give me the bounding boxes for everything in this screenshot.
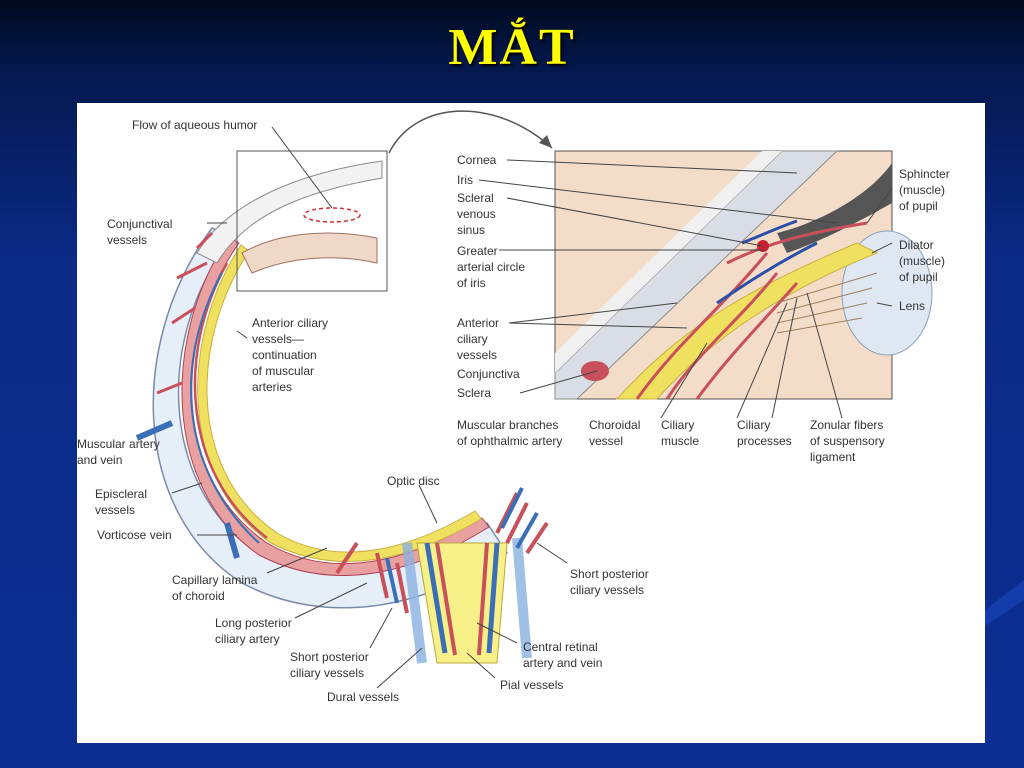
eye-vasculature-figure: Flow of aqueous humor Conjunctival vesse… xyxy=(77,103,985,743)
label-dilator: Dilator (muscle) of pupil xyxy=(899,238,946,284)
label-sphincter: Sphincter (muscle) of pupil xyxy=(899,167,950,213)
label-conjunctiva: Conjunctiva xyxy=(457,367,520,381)
label-leader-lines xyxy=(171,126,893,689)
label-optic-disc: Optic disc xyxy=(387,474,440,488)
eyeball-cross-section xyxy=(135,110,553,664)
label-cornea: Cornea xyxy=(457,153,497,167)
label-pial-vessels: Pial vessels xyxy=(500,678,564,692)
label-ciliary-processes: Ciliary processes xyxy=(737,418,792,448)
label-anterior-ciliary-vessels: Anterior ciliary vessels xyxy=(457,316,500,362)
label-zonular-fibers: Zonular fibers of suspensory ligament xyxy=(810,418,885,464)
label-central-retinal: Central retinal artery and vein xyxy=(523,640,603,670)
label-short-posterior-ciliary-left: Short posterior ciliary vessels xyxy=(290,650,369,680)
label-iris: Iris xyxy=(457,173,473,187)
label-lens: Lens xyxy=(899,299,926,313)
label-dural-vessels: Dural vessels xyxy=(327,690,400,704)
label-long-posterior-ciliary: Long posterior ciliary artery xyxy=(215,616,292,646)
label-episcleral-vessels: Episcleral vessels xyxy=(95,487,148,517)
label-anterior-ciliary-continuation: Anterior ciliary vessels— continuation o… xyxy=(252,316,329,394)
label-sclera: Sclera xyxy=(457,386,492,400)
label-muscular-artery-vein: Muscular artery and vein xyxy=(77,437,160,467)
eye-illustration xyxy=(135,110,933,689)
anterior-segment-inset xyxy=(554,150,933,400)
label-conjunctival-vessels: Conjunctival vessels xyxy=(107,217,173,247)
label-short-posterior-ciliary-right: Short posterior ciliary vessels xyxy=(570,567,649,597)
label-vorticose-vein: Vorticose vein xyxy=(97,528,172,542)
slide-title: MẮT xyxy=(448,19,576,76)
label-flow-aqueous: Flow of aqueous humor xyxy=(132,118,258,132)
label-greater-arterial-circle: Greater arterial circle of iris xyxy=(457,244,526,290)
label-choroidal-vessel: Choroidal vessel xyxy=(589,418,641,448)
label-capillary-lamina: Capillary lamina of choroid xyxy=(172,573,258,603)
label-scleral-venous-sinus: Scleral venous sinus xyxy=(457,191,496,237)
label-muscular-branches: Muscular branches of ophthalmic artery xyxy=(457,418,563,448)
label-ciliary-muscle: Ciliary muscle xyxy=(661,418,700,448)
